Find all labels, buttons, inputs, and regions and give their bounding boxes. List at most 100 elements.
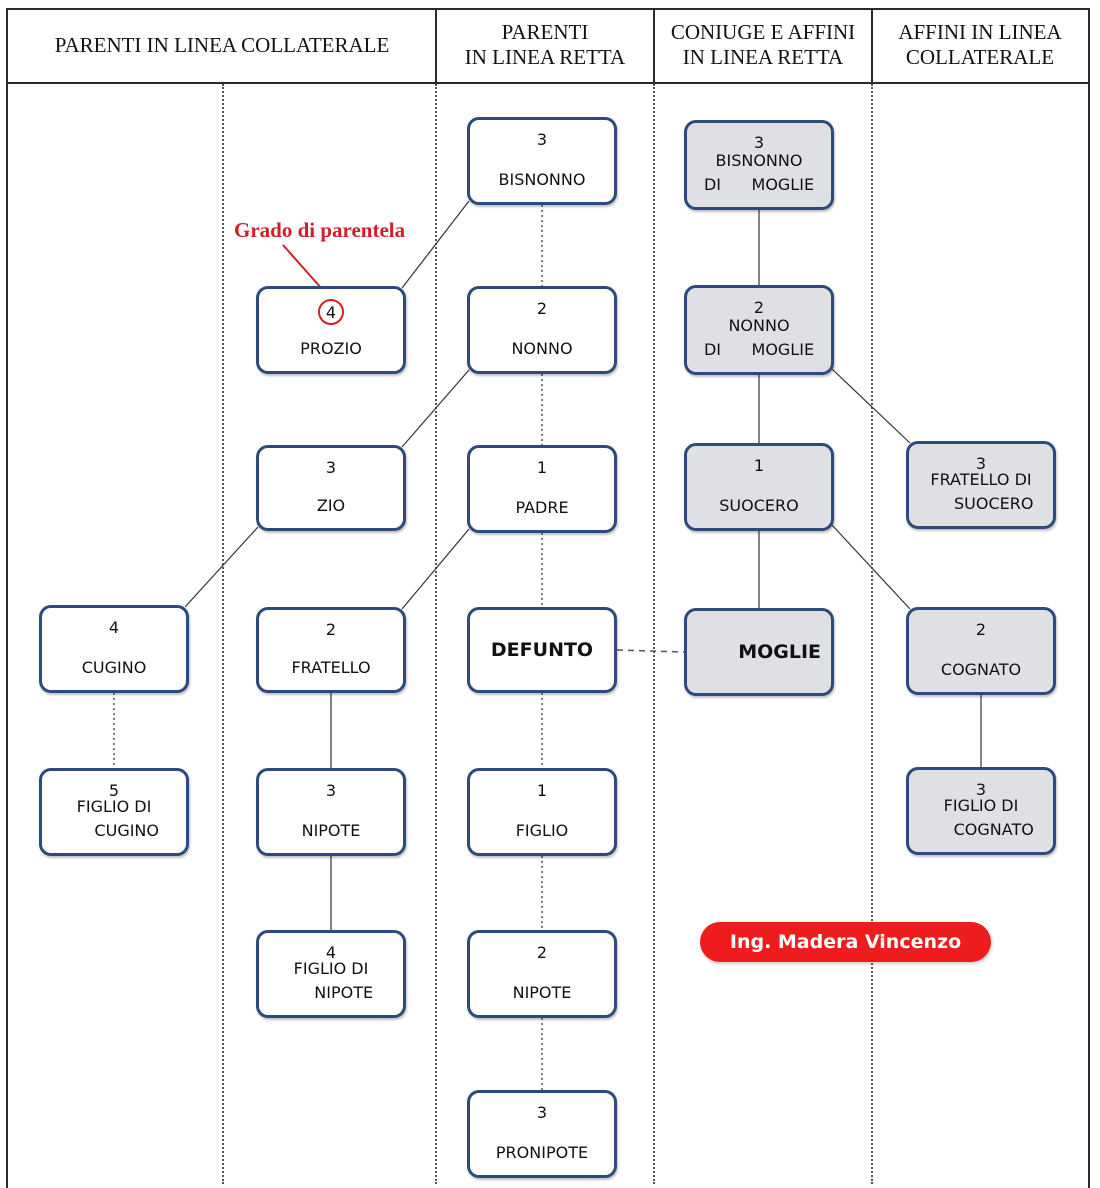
- diagram-frame: [6, 8, 1090, 1188]
- node-label: NIPOTE: [301, 821, 361, 840]
- degree-value: 3: [975, 454, 987, 473]
- degree-value: 1: [753, 456, 765, 475]
- degree-row: 1: [470, 781, 614, 800]
- degree-row: 3: [909, 780, 1053, 799]
- degree-row: 2: [687, 298, 831, 317]
- header-affini-collaterale: AFFINI IN LINEA COLLATERALE: [872, 8, 1088, 84]
- degree-value: 3: [536, 1103, 548, 1122]
- connector-bisnonno-prozio: [401, 200, 470, 289]
- connector-padre-fratello: [401, 528, 470, 610]
- degree-row: 5: [42, 781, 186, 800]
- annotation-pointer: [282, 244, 323, 290]
- degree-value: 3: [536, 130, 548, 149]
- header-coniuge-affini-retta: CONIUGE E AFFINI IN LINEA RETTA: [654, 8, 872, 84]
- degree-row: 2: [909, 620, 1053, 639]
- degree-row: 3: [259, 458, 403, 477]
- column-divider: [871, 84, 873, 1184]
- node-label: COGNATO: [940, 660, 1022, 679]
- degree-value: 3: [753, 133, 765, 152]
- node-label: PRONIPOTE: [495, 1143, 589, 1162]
- header-parenti-retta: PARENTI IN LINEA RETTA: [436, 8, 654, 84]
- degree-row: 4: [42, 618, 186, 637]
- degree-value: 3: [325, 458, 337, 477]
- degree-value: 2: [975, 620, 987, 639]
- degree-row: 2: [259, 620, 403, 639]
- degree-value: 4: [325, 943, 337, 962]
- node-label: FIGLIO DI CUGINO: [76, 797, 159, 840]
- column-divider: [222, 84, 224, 1184]
- node-label: PROZIO: [300, 339, 362, 358]
- degree-row: 3: [687, 133, 831, 152]
- degree-value: 2: [536, 943, 548, 962]
- column-divider: [653, 84, 655, 1184]
- node-label: CUGINO: [81, 658, 147, 677]
- node-moglie: MOGLIE: [684, 608, 834, 696]
- connector-zio-cugino: [184, 526, 259, 608]
- degree-row: 3: [470, 1103, 614, 1122]
- node-label: BISNONNO DI MOGLIE: [703, 151, 815, 194]
- degree-value: 2: [325, 620, 337, 639]
- degree-value: 4: [108, 618, 120, 637]
- connector-defunto-moglie: [616, 649, 685, 653]
- degree-row: 1: [687, 456, 831, 475]
- degree-value: 1: [536, 781, 548, 800]
- node-label: FRATELLO: [291, 658, 371, 677]
- node-label: FRATELLO DI SUOCERO: [930, 470, 1034, 513]
- node-label: PADRE: [515, 498, 569, 517]
- node-defunto: DEFUNTO: [467, 607, 617, 693]
- degree-value: 4: [318, 299, 344, 325]
- degree-value: 5: [108, 781, 120, 800]
- node-label: NONNO: [511, 339, 573, 358]
- node-label: BISNONNO: [498, 170, 586, 189]
- header-divider: [653, 8, 655, 84]
- node-label: DEFUNTO: [490, 639, 594, 661]
- node-label: FIGLIO DI NIPOTE: [293, 959, 374, 1002]
- node-label: NIPOTE: [512, 983, 572, 1002]
- degree-row: 3: [909, 454, 1053, 473]
- degree-row: 4: [259, 943, 403, 962]
- connector-nonno-zio: [401, 369, 470, 448]
- node-label: ZIO: [316, 496, 346, 515]
- degree-row: 1: [470, 458, 614, 477]
- degree-row: 3: [470, 130, 614, 149]
- column-divider: [435, 84, 437, 1184]
- node-label: MOGLIE: [738, 641, 821, 663]
- degree-value: 2: [536, 299, 548, 318]
- degree-value: 3: [975, 780, 987, 799]
- degree-value: 1: [536, 458, 548, 477]
- degree-value: 3: [325, 781, 337, 800]
- degree-row: 4: [259, 299, 403, 325]
- header-parenti-collaterale: PARENTI IN LINEA COLLATERALE: [8, 8, 436, 84]
- node-label: SUOCERO: [719, 496, 799, 515]
- header-divider: [871, 8, 873, 84]
- node-label: FIGLIO DI COGNATO: [943, 796, 1034, 839]
- connector-nonno-moglie-fratello-suocero: [831, 368, 911, 444]
- degree-annotation-label: Grado di parentela: [234, 218, 406, 242]
- connector-suocero-cognato: [831, 524, 911, 610]
- node-label: NONNO DI MOGLIE: [703, 316, 815, 359]
- node-label: FIGLIO: [515, 821, 569, 840]
- degree-value: 2: [753, 298, 765, 317]
- degree-row: 3: [259, 781, 403, 800]
- degree-row: 2: [470, 943, 614, 962]
